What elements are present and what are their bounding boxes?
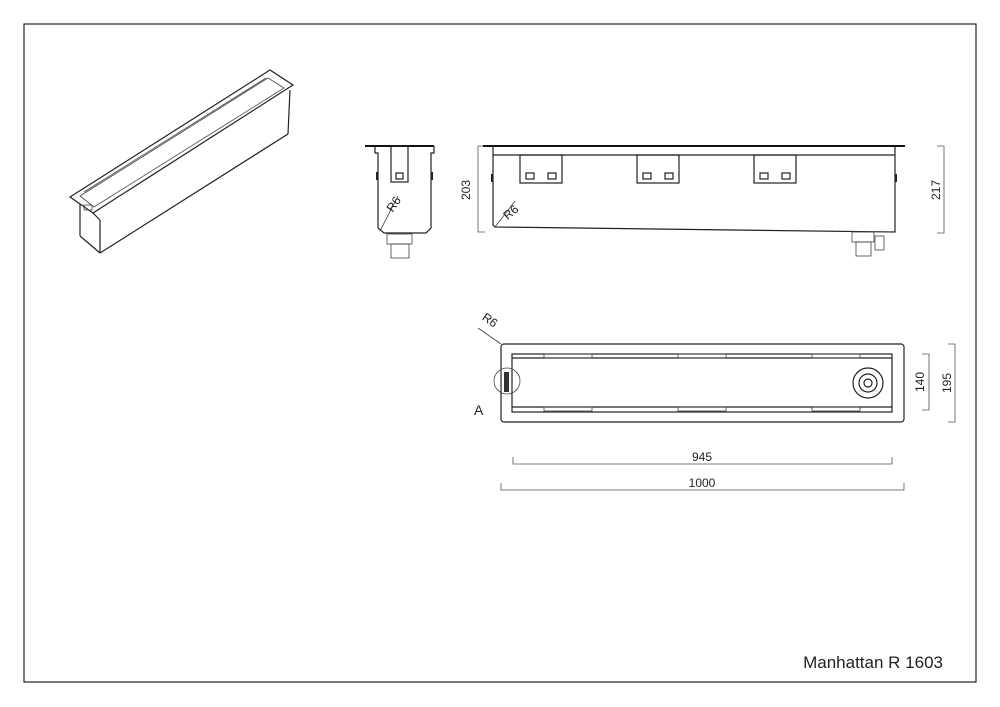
side-radius-label: R6 — [384, 194, 404, 215]
dimension-140: 140 — [913, 372, 927, 392]
top-view: R6 A 140 195 945 1000 — [474, 310, 956, 491]
dimension-945: 945 — [692, 450, 712, 464]
side-view: R6 — [365, 145, 435, 259]
front-radius-label: R6 — [500, 202, 521, 223]
dimension-1000: 1000 — [689, 476, 716, 490]
drawing-title: Manhattan R 1603 — [803, 653, 943, 672]
dimension-217: 217 — [929, 180, 943, 200]
top-radius-label: R6 — [480, 310, 501, 330]
drawing-frame — [23, 23, 977, 683]
detail-a-circle — [493, 367, 521, 395]
front-view: 203 R6 217 — [459, 145, 945, 257]
dimension-203: 203 — [459, 180, 473, 200]
dimension-195: 195 — [940, 373, 954, 393]
isometric-view — [68, 69, 295, 254]
detail-a-label: A — [474, 402, 484, 418]
